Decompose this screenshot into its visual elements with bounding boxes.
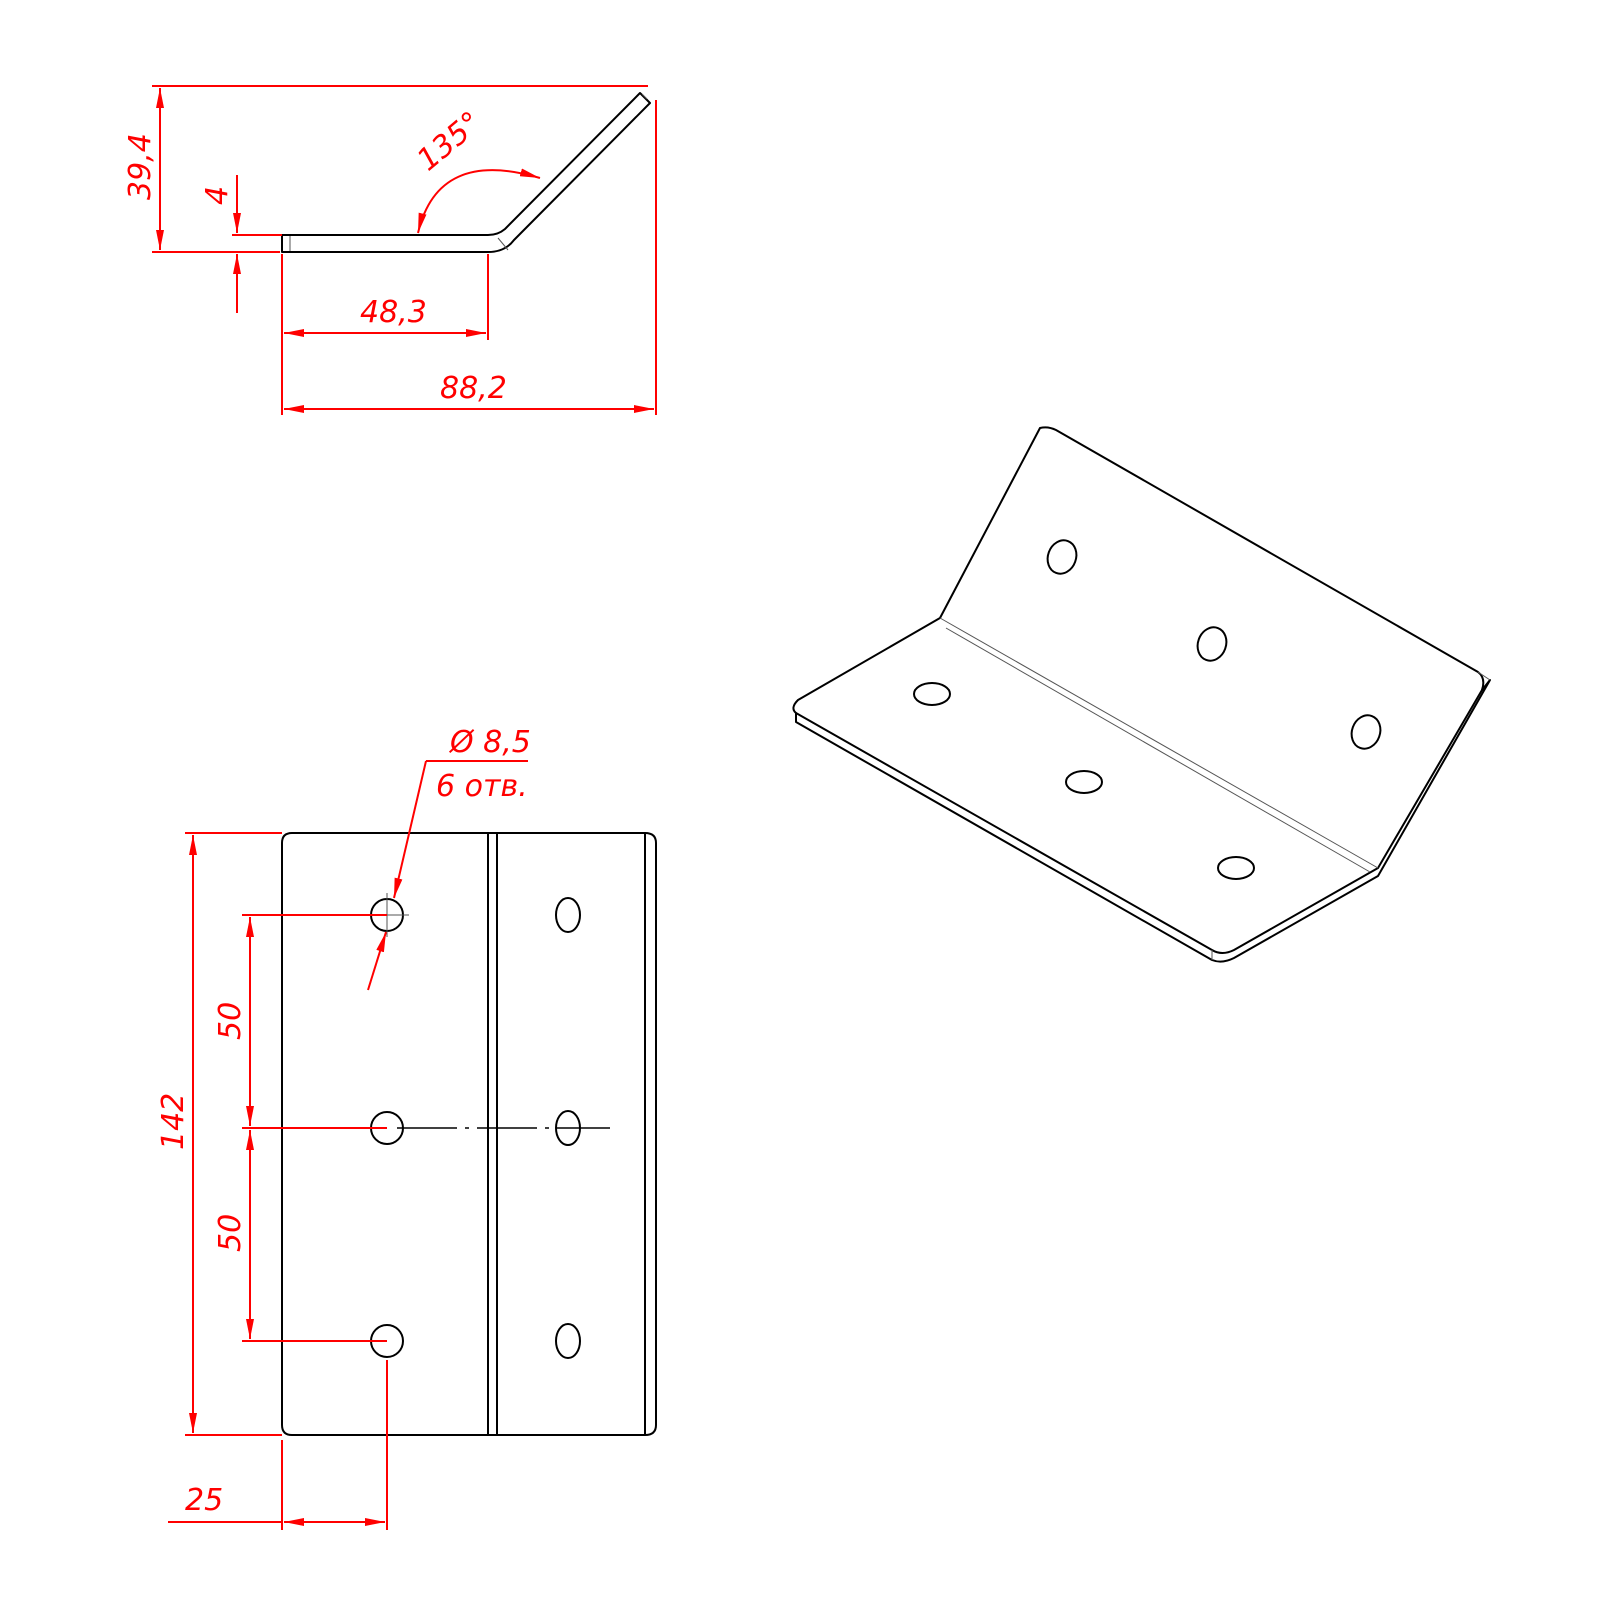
- plate-outline: [281, 832, 657, 1436]
- spacing-bottom-label: 50: [213, 1214, 248, 1252]
- side-view: 39,4 4 135° 48,3 88,2: [123, 85, 657, 415]
- spacing-top-label: 50: [213, 1002, 248, 1040]
- iso-holes: [913, 539, 1382, 880]
- hole: [1065, 770, 1103, 794]
- dim-hole-spacing: 50 50: [213, 914, 387, 1342]
- hole-diameter-label: Ø 8,5: [448, 725, 531, 760]
- hole: [555, 1323, 581, 1359]
- hole: [913, 682, 951, 706]
- dim-total-width: 142: [156, 832, 282, 1436]
- dim-hole-callout: Ø 8,5 6 отв.: [367, 725, 531, 991]
- holes: [365, 893, 581, 1359]
- dim-flat-length: 48,3: [281, 254, 489, 415]
- thickness-label: 4: [200, 186, 235, 205]
- dim-edge-offset: 25: [168, 1360, 388, 1530]
- bracket-profile: [281, 92, 651, 253]
- dim-thickness: 4: [200, 175, 282, 313]
- total-length-label: 88,2: [440, 371, 507, 406]
- hole: [1350, 714, 1382, 750]
- height-total-label: 39,4: [123, 133, 158, 200]
- hole-count-label: 6 отв.: [436, 769, 528, 804]
- total-width-label: 142: [156, 1093, 191, 1150]
- hole: [555, 897, 581, 933]
- hole: [555, 1110, 581, 1146]
- hole: [1196, 626, 1228, 662]
- dim-height-total: 39,4: [123, 85, 648, 253]
- plan-view: Ø 8,5 6 отв. 50 50 142 25: [156, 725, 657, 1530]
- dim-total-length: 88,2: [284, 100, 657, 415]
- isometric-view: [792, 426, 1491, 963]
- hole: [1217, 856, 1255, 880]
- angle-label: 135°: [411, 105, 489, 178]
- flat-length-label: 48,3: [360, 295, 427, 330]
- hole: [1046, 539, 1078, 575]
- edge-offset-label: 25: [185, 1483, 223, 1518]
